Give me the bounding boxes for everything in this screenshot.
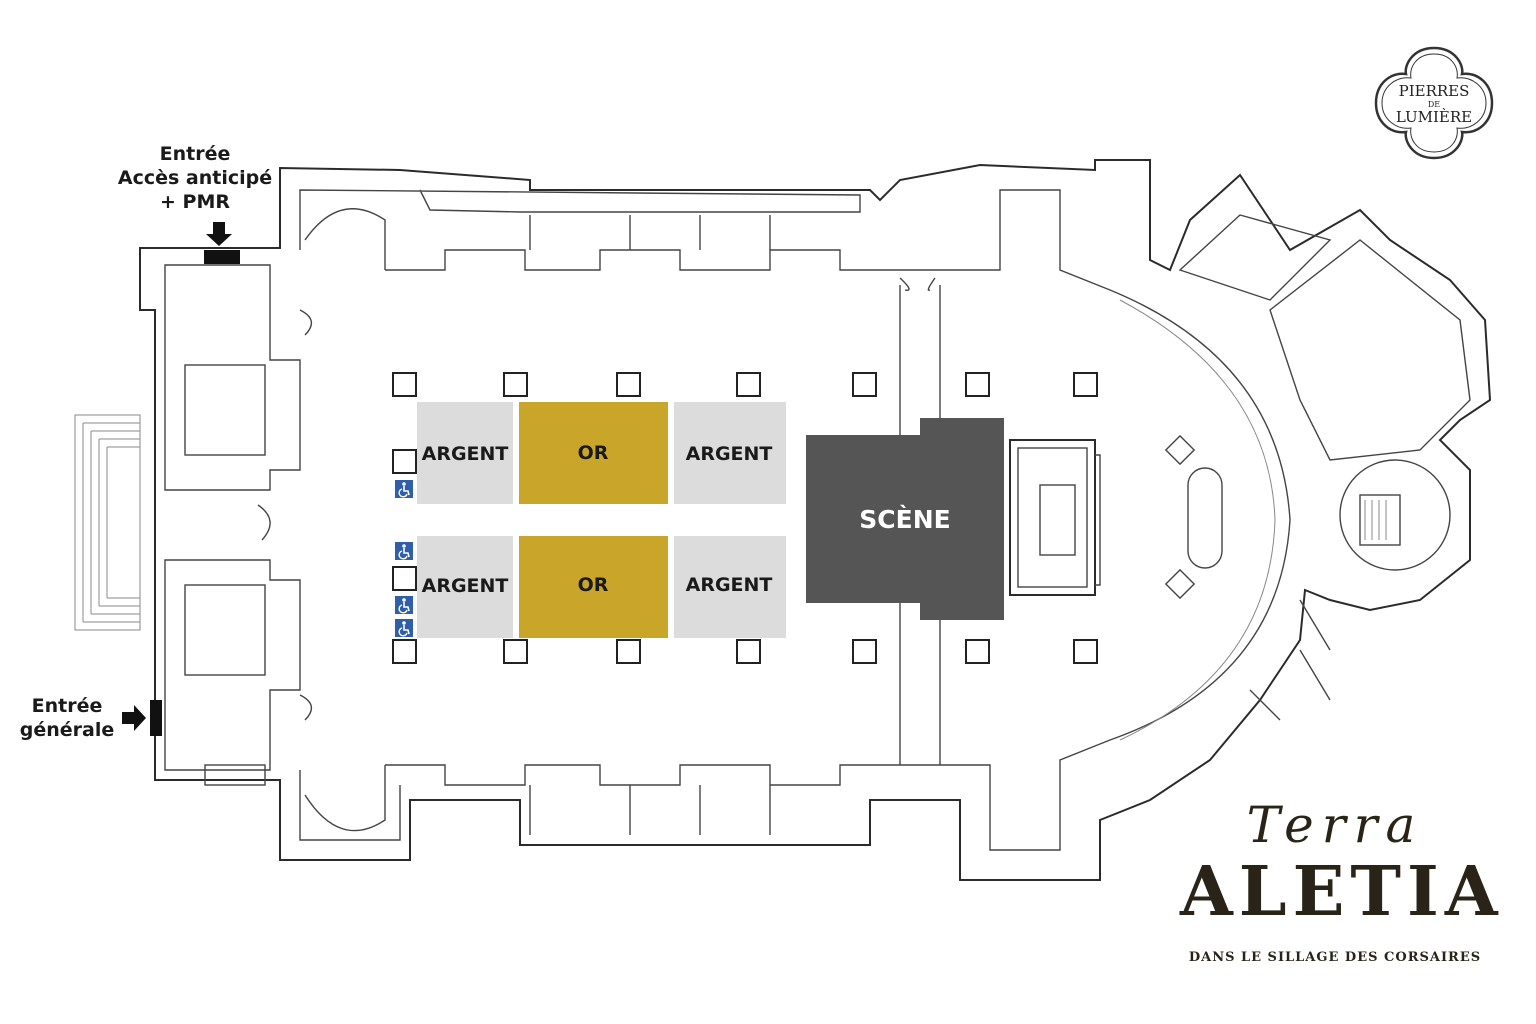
zone-label: ARGENT [422,575,509,597]
entrance-general-line2: générale [19,719,115,741]
zone-label: ARGENT [422,443,509,465]
zone-or-bottom[interactable] [519,536,668,638]
zone-argent-bottom-right[interactable] [674,536,786,638]
zone-or-top[interactable] [519,402,668,504]
pierres-de-lumiere-logo: PIERRES DE LUMIÈRE [1372,44,1496,162]
entrance-general-label: Entrée générale [12,694,122,742]
wheelchair-icon [395,596,413,614]
logo-script-title: Terra [1246,796,1424,854]
wheelchair-icon [395,619,413,637]
entrance-top-line1: Entrée [159,143,231,165]
entrance-arrow-general [122,700,162,736]
wheelchair-icon [395,542,413,560]
zone-argent-top-left[interactable] [417,402,513,504]
wheelchair-icon [395,480,413,498]
building-walls [74,159,1492,881]
terra-aletia-logo: Terra ALETIA DANS LE SILLAGE DES CORSAIR… [1180,790,1504,980]
seating-zones: ARGENT OR ARGENT ARGENT OR ARGENT [417,402,786,638]
entrance-top-label: Entrée Accès anticipé + PMR [110,142,280,214]
zone-label: ARGENT [686,443,773,465]
zone-label: ARGENT [686,574,773,596]
logo-line2: DE [1428,100,1440,109]
zone-label: OR [578,442,609,464]
zone-argent-bottom-left[interactable] [417,536,513,638]
stage-label: SCÈNE [859,505,950,534]
pillars [392,372,1098,664]
entrance-arrow-top [204,222,240,264]
entrance-top-line3: + PMR [160,191,230,213]
accessibility-markers [395,480,413,637]
entry-steps [74,414,141,631]
logo-line3: LUMIÈRE [1396,108,1472,126]
zone-label: OR [578,574,609,596]
logo-line1: PIERRES [1399,82,1470,100]
entrance-top-line2: Accès anticipé [117,167,273,189]
zone-argent-top-right[interactable] [674,402,786,504]
entrance-general-line1: Entrée [31,695,103,717]
stage: SCÈNE [806,418,1004,620]
logo-tagline: DANS LE SILLAGE DES CORSAIRES [1188,950,1482,965]
logo-main-title: ALETIA [1180,852,1504,932]
